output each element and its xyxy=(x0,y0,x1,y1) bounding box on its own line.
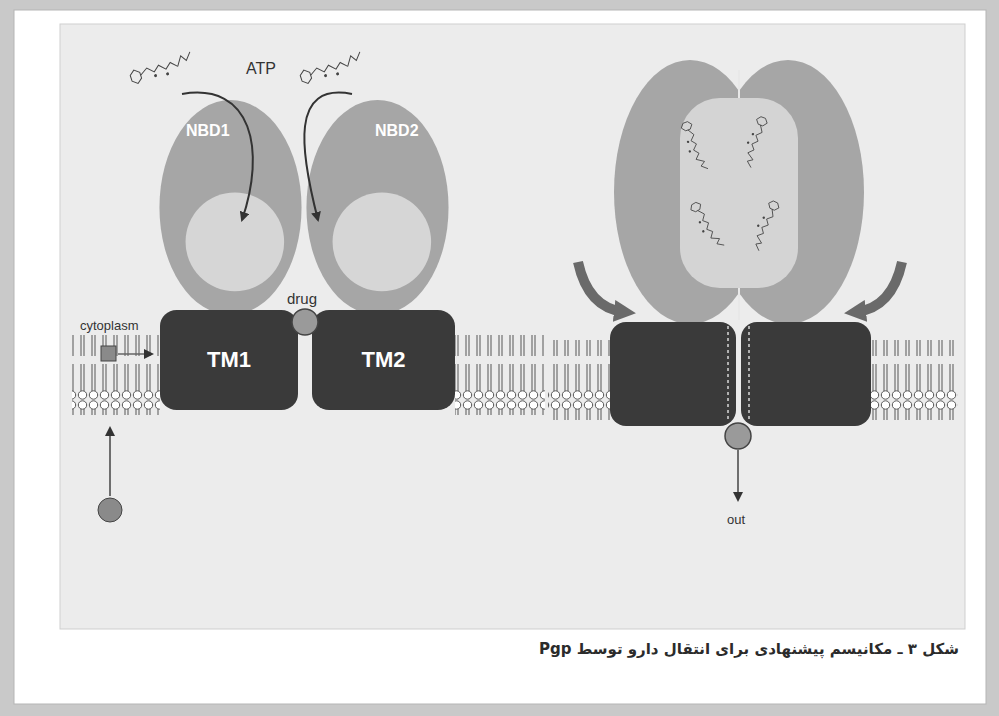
lipid-bilayer xyxy=(72,335,160,415)
dotted-line xyxy=(748,326,750,422)
atp-molecule xyxy=(679,121,708,173)
atp-molecule xyxy=(688,201,724,252)
nbd-lobe: NBD2 xyxy=(305,100,450,315)
rotation-arrow xyxy=(856,262,902,312)
tm-block xyxy=(610,322,736,426)
figure-scan xyxy=(60,24,965,629)
node-label: TM1 xyxy=(207,347,251,373)
drug-molecule xyxy=(98,498,122,522)
efflux-arrow xyxy=(737,450,739,500)
entry-arrow xyxy=(118,353,152,355)
region-label: cytoplasm xyxy=(80,318,139,333)
figure-caption: شکل ۳ ـ مکانیسم پیشنهادی برای انتقال دار… xyxy=(539,640,959,658)
atp-site xyxy=(680,98,798,288)
lobe-outline xyxy=(158,100,303,315)
rotation-arrow xyxy=(578,262,624,312)
dotted-line xyxy=(727,326,729,422)
molecule-label: ATP xyxy=(246,60,276,78)
lipid-bilayer xyxy=(455,335,545,415)
drug-in-membrane xyxy=(101,346,116,361)
tm-block xyxy=(741,322,871,426)
tm-block: TM1 xyxy=(160,310,298,410)
atp-molecule xyxy=(129,52,195,87)
drug-molecule xyxy=(292,309,318,335)
nbd-lobe: NBD1 xyxy=(158,100,303,315)
node-label: TM2 xyxy=(362,347,406,373)
tm-block: TM2 xyxy=(312,310,455,410)
drug-molecule xyxy=(725,423,751,449)
lipid-bilayer xyxy=(548,340,610,420)
entry-arrow xyxy=(109,428,111,496)
page-card xyxy=(14,10,986,704)
atp-molecule xyxy=(739,115,768,167)
atp-molecule xyxy=(299,52,365,87)
region-label: out xyxy=(727,512,745,527)
node-label: NBD1 xyxy=(186,122,230,140)
lipid-bilayer xyxy=(870,340,958,420)
molecule-label: drug xyxy=(287,290,317,307)
node-label: NBD2 xyxy=(375,122,419,140)
atp-molecule xyxy=(748,199,781,251)
